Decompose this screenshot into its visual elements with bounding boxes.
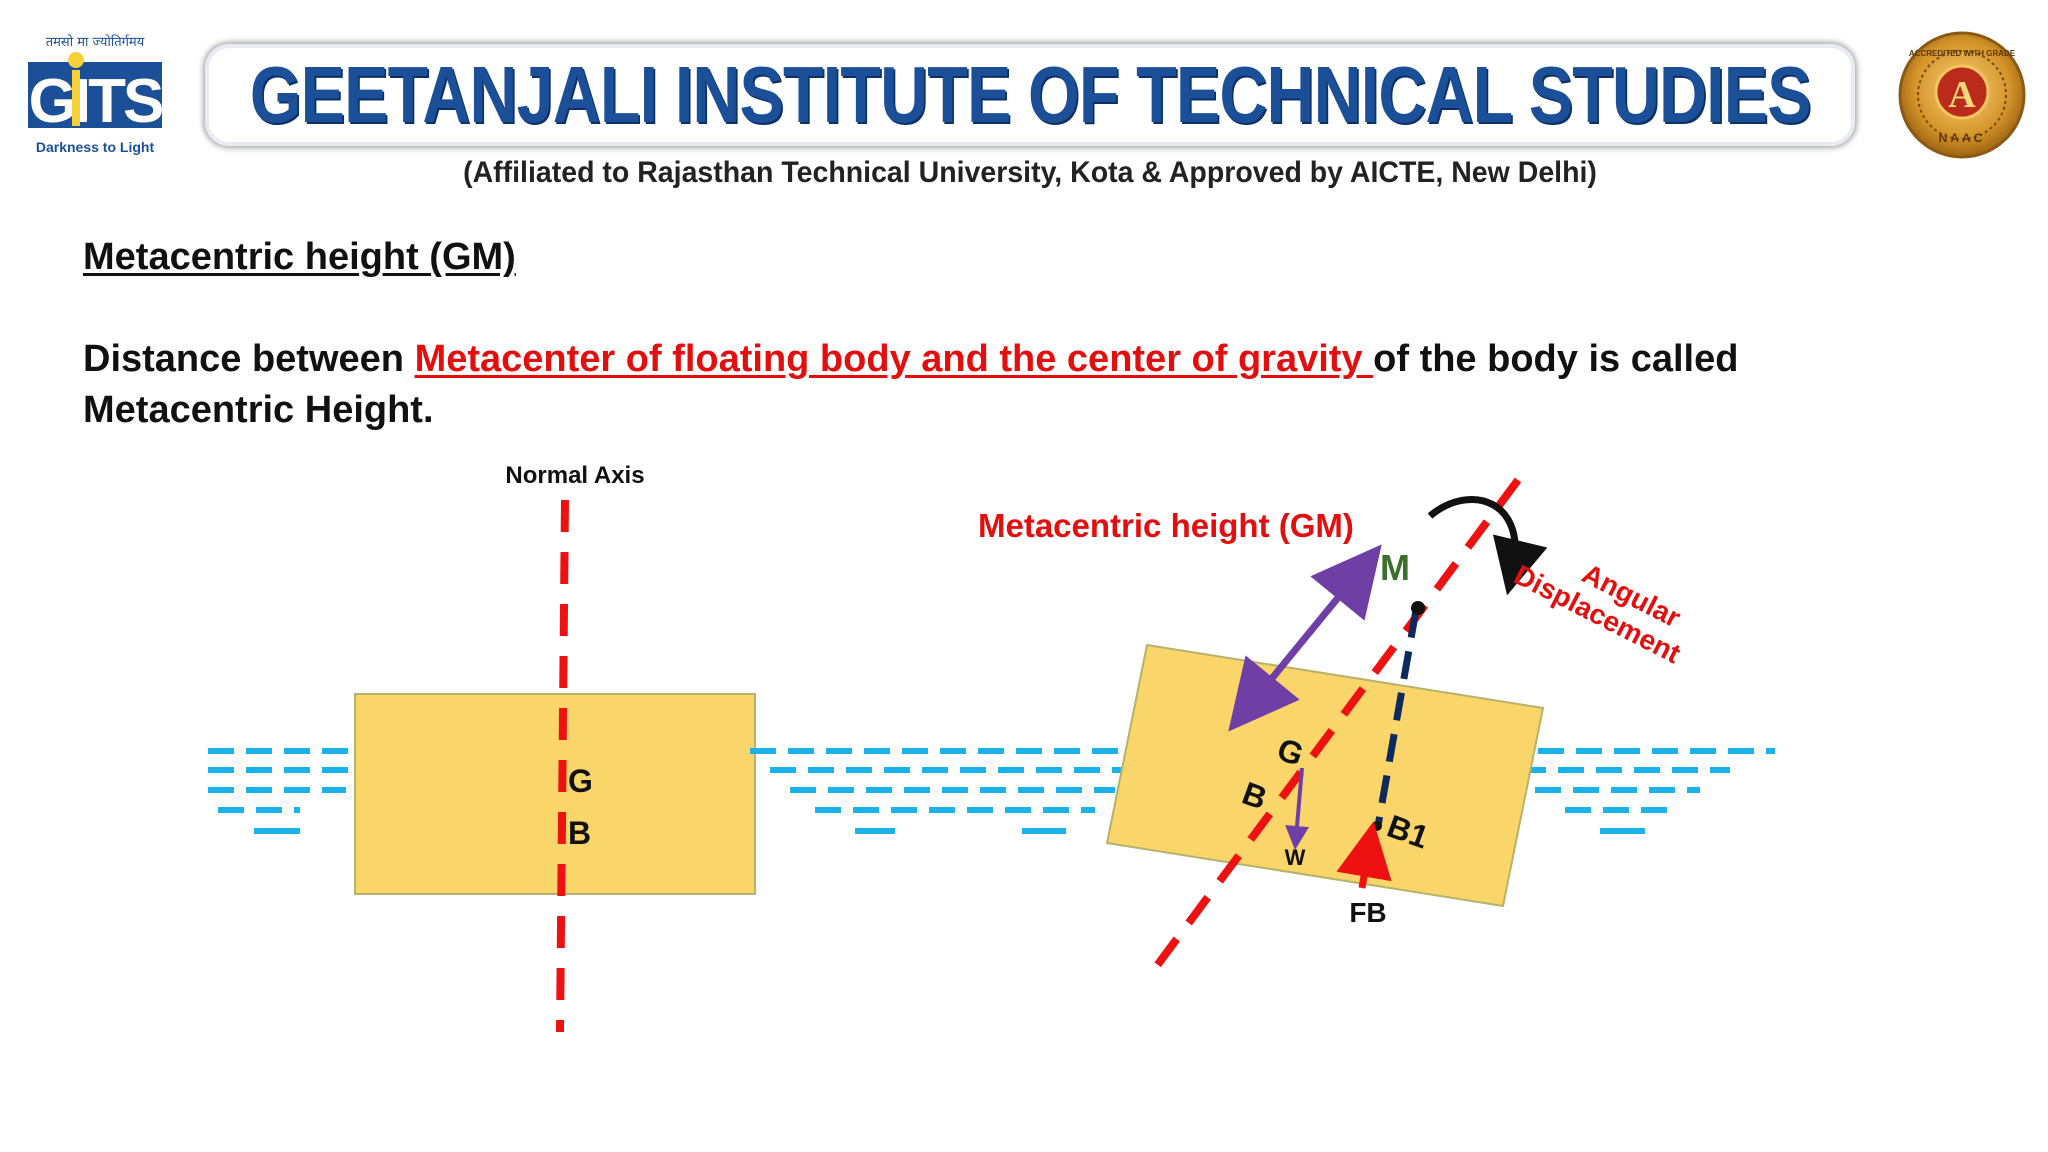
normal-axis-line (556, 499, 569, 1033)
logo-pillar (72, 70, 80, 126)
seal-ring-text: ACCREDITED WITH GRADE (1909, 49, 2016, 58)
definition-suffix: of the body is called Metacentric Height… (83, 338, 1739, 431)
upright-b-label: B (568, 815, 591, 851)
upright-g-label: G (568, 763, 593, 799)
logo-flame-icon (68, 52, 84, 68)
logo-letters: GITS (29, 67, 162, 136)
metacenter-point (1411, 601, 1425, 615)
logo-tagline: Darkness to Light (36, 139, 155, 155)
water-lines-middle (750, 748, 1128, 834)
metacenter-label: M (1380, 547, 1410, 588)
section-heading: Metacentric height (GM) (83, 236, 516, 278)
gm-label: Metacentric height (GM) (978, 507, 1354, 544)
definition-text: Distance between Metacenter of floating … (83, 334, 1783, 436)
gm-double-arrow (1228, 544, 1382, 732)
metacentric-height-diagram: Normal Axis G B Metacentric height (GM) … (0, 440, 2048, 1080)
gits-logo: तमसो मा ज्योतिर्गमय GITS Darkness to Lig… (24, 30, 166, 158)
institute-name: GEETANJALI INSTITUTE OF TECHNICAL STUDIE… (249, 50, 1812, 139)
affiliation-text: (Affiliated to Rajasthan Technical Unive… (463, 156, 1597, 189)
vertical-buoyancy-line (1374, 609, 1420, 827)
naac-seal-icon: A ACCREDITED WITH GRADE NAAC (1887, 30, 2037, 160)
weight-arrow (1285, 767, 1309, 850)
seal-grade: A (1948, 74, 1976, 116)
upright-floating-body (354, 693, 756, 895)
water-lines-left (208, 748, 352, 834)
weight-label: W (1285, 845, 1306, 870)
buoyancy-arrow (1336, 821, 1392, 889)
b1-point (1372, 821, 1382, 831)
angular-displacement-arrow-icon (1427, 496, 1548, 596)
institute-banner: GEETANJALI INSTITUTE OF TECHNICAL STUDIE… (205, 44, 1855, 146)
water-lines-right (1500, 748, 1775, 834)
logo-block (28, 62, 162, 128)
definition-highlight: Metacenter of floating body and the cent… (414, 338, 1374, 380)
logo-motto: तमसो मा ज्योतिर्गमय (46, 34, 145, 50)
definition-prefix: Distance between (83, 338, 415, 380)
buoyancy-label: FB (1349, 897, 1386, 928)
tilted-floating-body (1105, 643, 1545, 908)
normal-axis-label: Normal Axis (505, 462, 644, 489)
seal-naac: NAAC (1939, 131, 1986, 145)
